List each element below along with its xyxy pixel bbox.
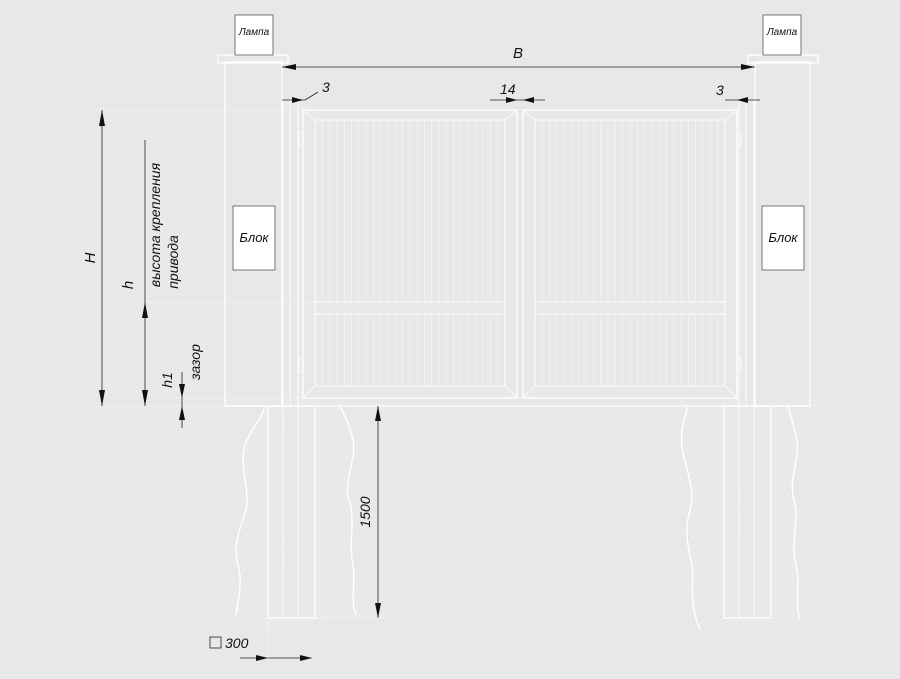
dim-1500-arrow-bottom xyxy=(375,603,381,618)
dim-h1-arrow-bottom xyxy=(179,406,185,420)
soil-right-fill xyxy=(681,406,800,640)
soil-right xyxy=(680,405,801,640)
dim-h-mount-arrow-bottom xyxy=(142,390,148,406)
dim-b-arrow-right xyxy=(741,64,755,70)
lamp-left-label: Лампа xyxy=(238,27,270,38)
mount-height-text: высота крепления xyxy=(147,162,163,287)
gap-text: зазор xyxy=(187,344,203,381)
drive-text: привода xyxy=(165,235,181,289)
dim-14: 14 xyxy=(490,81,545,103)
square-section-icon xyxy=(209,636,222,649)
soil-left-outline-l xyxy=(235,405,266,616)
block-left-label: Блок xyxy=(239,230,269,245)
dim-300-arrow-left xyxy=(256,655,268,661)
dim-1500-label: 1500 xyxy=(357,496,373,527)
block-right-label: Блок xyxy=(768,230,798,245)
leaf-right-corner-tr xyxy=(724,109,738,121)
leaf-right-corner-bl xyxy=(522,385,536,399)
dim-b-arrow-left xyxy=(282,64,296,70)
dim-300-label: 300 xyxy=(225,635,249,651)
dim-14-arrow-left xyxy=(506,97,517,103)
block-left-box xyxy=(232,205,276,271)
lamp-right-label: Лампа xyxy=(766,27,798,38)
dim-b: B xyxy=(282,45,755,70)
dim-h-mount-arrow-top xyxy=(142,302,148,318)
dim-h-mount-label: h xyxy=(120,281,137,289)
dim-3-left-leader xyxy=(304,91,319,101)
dim-1500: 1500 xyxy=(315,406,385,619)
hinge-left-bottom xyxy=(298,357,304,373)
soil-left xyxy=(235,405,357,635)
extension-lines xyxy=(98,62,756,407)
leaf-left-corner-bl xyxy=(302,385,316,399)
dim-h-arrow-top xyxy=(99,110,105,126)
leaf-right-corner-tl xyxy=(522,109,536,121)
dim-3-left-arrow xyxy=(292,97,303,103)
dim-3-right-arrow xyxy=(737,97,748,103)
gate-leaf-left xyxy=(302,109,518,399)
lamp-right: Лампа xyxy=(762,14,802,56)
block-right: Блок xyxy=(761,205,805,271)
dim-300-arrow-right xyxy=(300,655,312,661)
gate-leaf-right xyxy=(522,109,738,399)
dim-h1: h1 зазор xyxy=(159,344,203,428)
leaf-left-corner-tl xyxy=(302,109,316,121)
leaf-left-crossbar xyxy=(314,301,506,315)
hinge-left-top xyxy=(298,131,304,147)
hinges xyxy=(298,131,742,373)
dim-h-total: H xyxy=(82,110,105,406)
block-left: Блок xyxy=(232,205,276,271)
soil-right-outline-l xyxy=(680,405,701,631)
leaf-left-corner-br xyxy=(504,385,518,399)
lamp-left: Лампа xyxy=(234,14,274,56)
dim-3-left-label: 3 xyxy=(322,79,330,95)
leaf-right-slats xyxy=(542,120,726,386)
block-right-box xyxy=(761,205,805,271)
leaf-right-crossbar xyxy=(534,301,726,315)
hinge-right-bottom xyxy=(736,357,742,373)
dim-h1-arrow-top xyxy=(179,384,185,398)
leaf-right-corner-br xyxy=(724,385,738,399)
dim-3-right: 3 xyxy=(716,82,760,103)
lamp-left-box xyxy=(234,14,274,56)
leaf-left-slats xyxy=(322,120,506,386)
gate-posts xyxy=(282,100,755,406)
dim-h-arrow-bottom xyxy=(99,390,105,406)
dim-b-label: B xyxy=(513,45,523,62)
leaf-left-corner-tr xyxy=(504,109,518,121)
dim-h1-label: h1 xyxy=(159,372,175,388)
soil-right-outline-r xyxy=(787,405,801,621)
dim-300: 300 xyxy=(209,618,313,662)
lamp-right-box xyxy=(762,14,802,56)
dim-14-arrow-right xyxy=(523,97,534,103)
dim-3-left: 3 xyxy=(282,79,330,103)
soil-left-fill xyxy=(235,406,356,635)
dim-h-label: H xyxy=(82,252,99,263)
dim-3-right-label: 3 xyxy=(716,82,724,98)
soil-left-outline-r xyxy=(339,405,357,616)
dim-14-label: 14 xyxy=(500,81,516,97)
dim-h-mount: h высота крепления привода xyxy=(120,140,181,406)
dim-1500-arrow-top xyxy=(375,406,381,421)
hinge-right-top xyxy=(736,131,742,147)
